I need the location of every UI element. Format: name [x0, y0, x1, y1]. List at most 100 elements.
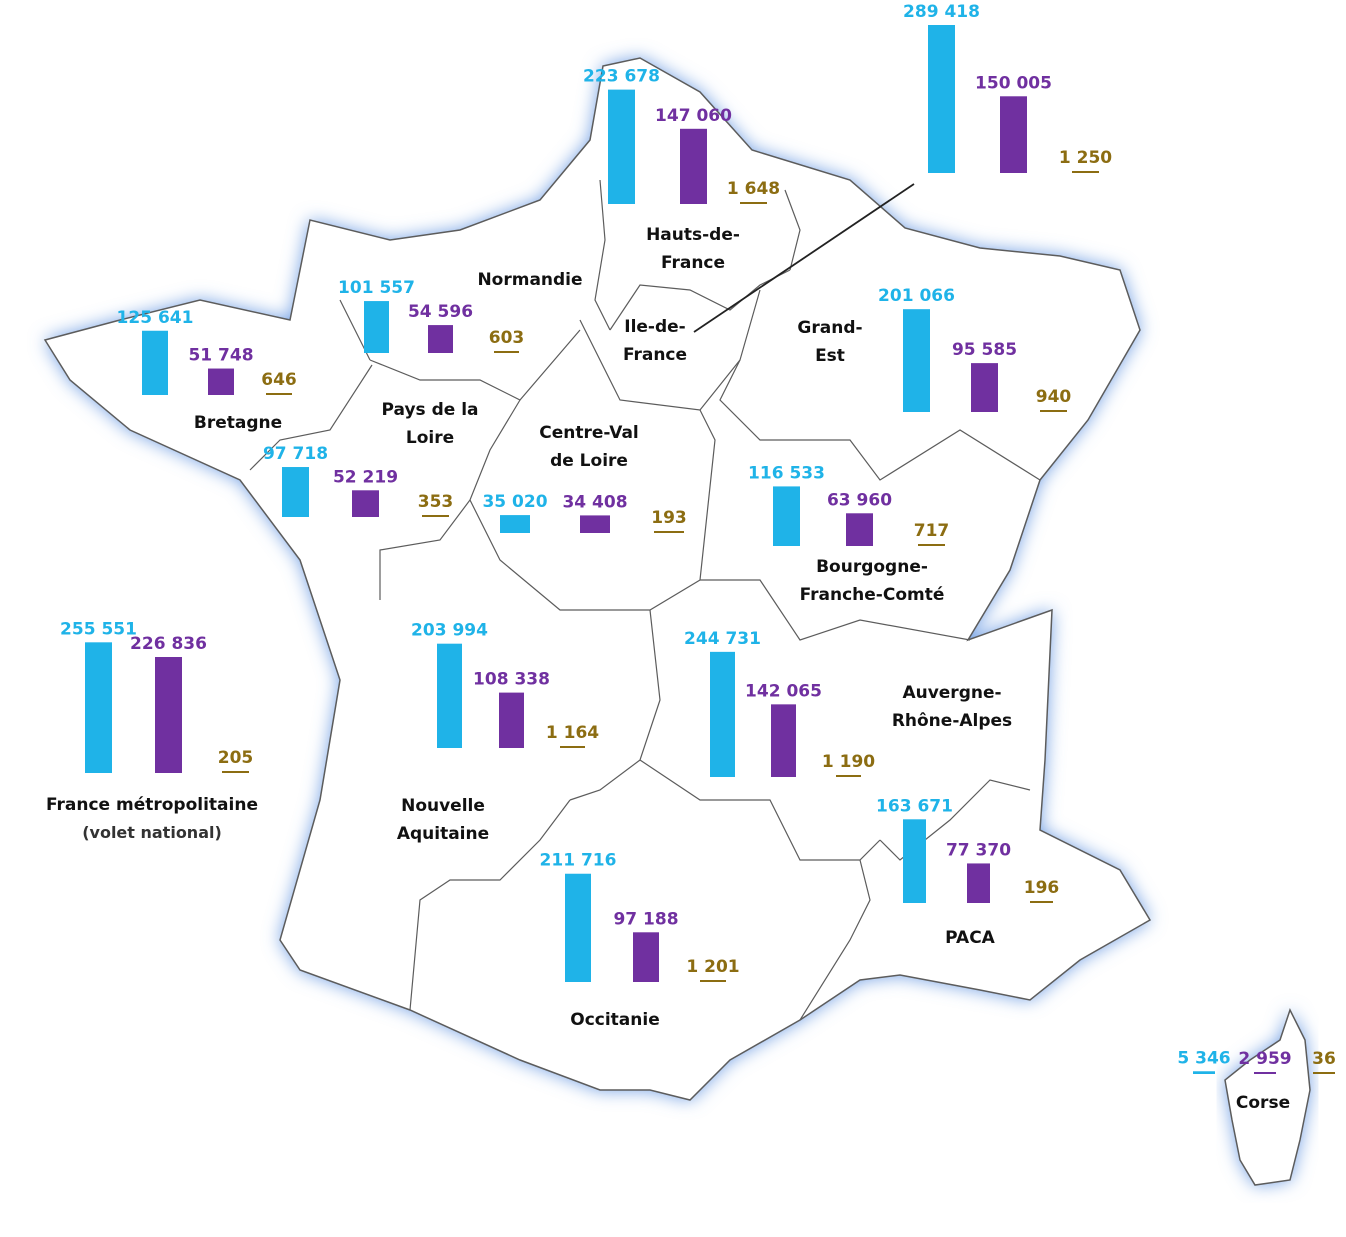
bar-auvergne-rhone-alpes-3 [836, 775, 861, 777]
region-name-hauts-de-france-line1: Hauts-de- [646, 225, 740, 245]
value-label-auvergne-rhone-alpes-1: 244 731 [684, 629, 761, 649]
value-label-auvergne-rhone-alpes-3: 1 190 [822, 752, 875, 772]
value-label-centre-val-de-loire-1: 35 020 [482, 492, 547, 512]
bar-normandie-3 [494, 351, 519, 353]
bar-france-metropolitaine-2 [155, 657, 182, 773]
value-label-occitanie-1: 211 716 [540, 851, 617, 871]
value-label-hauts-de-france-2: 147 060 [655, 106, 732, 126]
bar-france-metropolitaine-3 [222, 771, 249, 773]
value-label-nouvelle-aquitaine-3: 1 164 [546, 723, 599, 743]
bar-occitanie-2 [633, 932, 659, 982]
bar-auvergne-rhone-alpes-2 [771, 704, 796, 777]
region-name-bretagne: Bretagne [194, 413, 282, 433]
bar-grand-est-1 [903, 309, 930, 412]
region-borders [249, 179, 1041, 1021]
bar-corse-1 [1193, 1071, 1215, 1074]
value-label-france-metropolitaine-3: 205 [218, 748, 254, 768]
value-label-bretagne-1: 125 641 [117, 308, 194, 328]
region-name-bourgogne-franche-comte-line1: Bourgogne- [816, 557, 928, 577]
region-name-paca: PACA [945, 928, 996, 948]
value-label-ile-de-france-1: 289 418 [903, 2, 980, 22]
bar-normandie-1 [364, 301, 389, 353]
bar-bourgogne-franche-comte-3 [918, 544, 945, 546]
value-label-bourgogne-franche-comte-1: 116 533 [748, 463, 825, 483]
value-label-normandie-3: 603 [489, 328, 525, 348]
value-label-grand-est-2: 95 585 [952, 340, 1017, 360]
value-label-france-metropolitaine-1: 255 551 [60, 619, 137, 639]
value-label-corse-3: 36 [1312, 1049, 1336, 1069]
region-name-bourgogne-franche-comte-line2: Franche-Comté [800, 585, 945, 605]
bar-centre-val-de-loire-3 [654, 531, 684, 533]
value-label-hauts-de-france-1: 223 678 [583, 67, 660, 87]
region-name-auvergne-rhone-alpes-line1: Auvergne- [902, 683, 1001, 703]
bar-ile-de-france-1 [928, 25, 955, 173]
bar-centre-val-de-loire-1 [500, 515, 530, 533]
bar-corse-2 [1254, 1072, 1276, 1074]
bar-ile-de-france-3 [1072, 171, 1099, 173]
region-name-grand-est-line2: Est [815, 346, 845, 366]
value-label-bourgogne-franche-comte-2: 63 960 [827, 490, 892, 510]
bar-nouvelle-aquitaine-3 [560, 746, 585, 748]
region-name-france-metropolitaine: France métropolitaine [46, 795, 258, 815]
value-label-pays-de-la-loire-2: 52 219 [333, 467, 398, 487]
bar-pays-de-la-loire-3 [422, 515, 449, 517]
value-label-grand-est-1: 201 066 [878, 286, 955, 306]
bar-paca-3 [1030, 901, 1053, 903]
bars-layer [85, 25, 1335, 1074]
value-label-auvergne-rhone-alpes-2: 142 065 [745, 681, 822, 701]
region-name-pays-de-la-loire-line2: Loire [406, 428, 454, 448]
value-label-ile-de-france-2: 150 005 [975, 73, 1052, 93]
value-label-bretagne-2: 51 748 [188, 346, 253, 366]
bar-hauts-de-france-2 [680, 128, 707, 204]
value-label-normandie-2: 54 596 [408, 302, 473, 322]
region-name-occitanie: Occitanie [570, 1010, 660, 1030]
bar-nouvelle-aquitaine-1 [437, 643, 462, 748]
bar-grand-est-3 [1040, 410, 1067, 412]
value-label-france-metropolitaine-2: 226 836 [130, 634, 207, 654]
region-name-ile-de-france-line2: France [623, 345, 687, 365]
bar-occitanie-3 [700, 980, 726, 982]
bar-normandie-2 [428, 325, 453, 353]
value-label-occitanie-2: 97 188 [613, 909, 678, 929]
bar-occitanie-1 [565, 873, 591, 982]
region-name-normandie: Normandie [477, 270, 582, 290]
value-label-pays-de-la-loire-1: 97 718 [263, 444, 328, 464]
value-label-hauts-de-france-3: 1 648 [727, 179, 780, 199]
region-subtitle-france-metropolitaine: (volet national) [82, 823, 222, 842]
value-label-centre-val-de-loire-2: 34 408 [562, 492, 627, 512]
bar-ile-de-france-2 [1000, 96, 1027, 173]
region-name-centre-val-de-loire-line2: de Loire [550, 451, 628, 471]
value-label-nouvelle-aquitaine-2: 108 338 [473, 670, 550, 690]
bar-bourgogne-franche-comte-2 [846, 513, 873, 546]
bar-corse-3 [1313, 1072, 1335, 1074]
value-label-normandie-1: 101 557 [338, 278, 415, 298]
value-label-paca-1: 163 671 [876, 796, 953, 816]
bar-centre-val-de-loire-2 [580, 515, 610, 533]
region-name-pays-de-la-loire-line1: Pays de la [382, 400, 479, 420]
value-label-nouvelle-aquitaine-1: 203 994 [411, 621, 488, 641]
value-label-occitanie-3: 1 201 [686, 957, 739, 977]
region-name-grand-est-line1: Grand- [797, 318, 862, 338]
bar-bretagne-1 [142, 330, 168, 395]
value-label-paca-2: 77 370 [946, 840, 1011, 860]
region-name-auvergne-rhone-alpes-line2: Rhône-Alpes [892, 711, 1012, 731]
bar-paca-1 [903, 819, 926, 903]
value-label-ile-de-france-3: 1 250 [1059, 148, 1112, 168]
bar-hauts-de-france-3 [740, 202, 767, 204]
region-name-ile-de-france-line1: Ile-de- [624, 317, 686, 337]
value-label-grand-est-3: 940 [1036, 387, 1072, 407]
value-label-pays-de-la-loire-3: 353 [418, 492, 454, 512]
bar-paca-2 [967, 863, 990, 903]
region-name-hauts-de-france-line2: France [661, 253, 725, 273]
region-name-centre-val-de-loire-line1: Centre-Val [539, 423, 639, 443]
bar-pays-de-la-loire-2 [352, 490, 379, 517]
bar-bretagne-3 [266, 393, 292, 395]
region-name-nouvelle-aquitaine-line1: Nouvelle [401, 796, 485, 816]
value-label-bretagne-3: 646 [261, 370, 297, 390]
value-label-centre-val-de-loire-3: 193 [651, 508, 687, 528]
bar-nouvelle-aquitaine-2 [499, 692, 524, 748]
bar-hauts-de-france-1 [608, 89, 635, 204]
bar-pays-de-la-loire-1 [282, 467, 309, 517]
